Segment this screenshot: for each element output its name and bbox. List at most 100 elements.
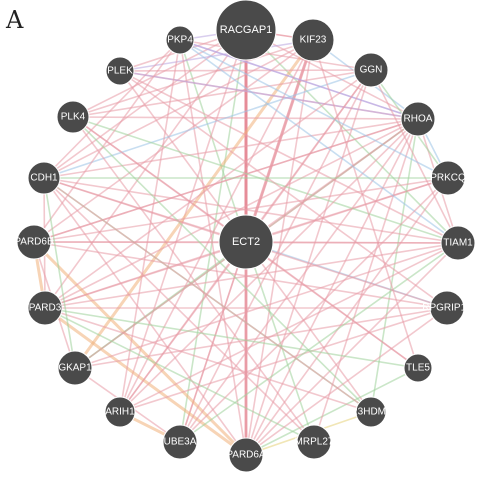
node-pard6a[interactable]: PARD6A bbox=[226, 437, 266, 473]
edge-kif23-gkap1 bbox=[73, 39, 315, 369]
node-circle[interactable] bbox=[215, 0, 277, 61]
node-label: ECT2 bbox=[232, 236, 260, 248]
edge-cdh1-ggn bbox=[43, 69, 372, 179]
node-label: RHOA bbox=[404, 114, 433, 125]
node-circle[interactable] bbox=[429, 290, 465, 326]
node-ube3a[interactable]: UBE3A bbox=[162, 424, 198, 460]
edge-racgap1-tiam1 bbox=[245, 29, 459, 244]
node-pard6b[interactable]: PARD6B bbox=[14, 224, 54, 260]
edge-mrpl27-pard3 bbox=[44, 307, 315, 443]
node-label: CDH1 bbox=[30, 173, 58, 184]
node-circle[interactable] bbox=[440, 225, 476, 261]
edge-ube3a-tiam1 bbox=[179, 242, 459, 443]
node-label: PLK4 bbox=[61, 112, 86, 123]
edge-gkap1-rpgrip1l bbox=[74, 307, 448, 369]
edge-arih1-kif23 bbox=[119, 39, 314, 413]
node-circle[interactable] bbox=[430, 160, 466, 196]
node-label: PARD6B bbox=[14, 237, 54, 248]
node-circle[interactable] bbox=[104, 396, 136, 428]
edge-r3hdm1-plk4 bbox=[72, 116, 372, 413]
node-rpgrip1l[interactable]: RPGRIP1L bbox=[422, 290, 472, 326]
edge-gkap1-tiam1 bbox=[74, 242, 459, 369]
edge-tle5-kif23 bbox=[312, 39, 419, 369]
edge-racgap1-plk4 bbox=[72, 29, 247, 118]
node-circle[interactable] bbox=[162, 424, 198, 460]
node-circle[interactable] bbox=[165, 25, 195, 55]
node-racgap1[interactable]: RACGAP1 bbox=[215, 0, 277, 61]
node-mrpl27[interactable]: MRPL27 bbox=[295, 424, 334, 460]
node-pkp4[interactable]: PKP4 bbox=[165, 25, 195, 55]
node-label: UBE3A bbox=[164, 437, 197, 448]
node-r3hdm1[interactable]: R3HDM1 bbox=[350, 396, 392, 428]
edge-gkap1-cdh1 bbox=[43, 177, 76, 369]
edge-racgap1-rhoa bbox=[245, 29, 419, 120]
edge-arih1-rhoa bbox=[119, 118, 419, 413]
edge-tle5-pard3 bbox=[44, 307, 419, 369]
node-ggn[interactable]: GGN bbox=[353, 52, 389, 88]
node-circle[interactable] bbox=[296, 424, 332, 460]
node-label: GKAP1 bbox=[58, 363, 92, 374]
edge-tiam1-ggn bbox=[370, 69, 459, 244]
edge-rhoa-r3hdm1 bbox=[370, 118, 419, 413]
node-tle5[interactable]: TLE5 bbox=[403, 353, 433, 383]
node-circle[interactable] bbox=[400, 101, 436, 137]
edge-kif23-pard6b bbox=[33, 39, 314, 243]
node-pard3[interactable]: PARD3 bbox=[27, 290, 63, 326]
node-ect2[interactable]: ECT2 bbox=[218, 214, 274, 270]
node-rhoa[interactable]: RHOA bbox=[400, 101, 436, 137]
edge-r3hdm1-pard3 bbox=[44, 307, 372, 413]
edge-cdh1-pkp4 bbox=[43, 39, 181, 179]
edge-tiam1-plek bbox=[119, 70, 459, 244]
edge-plk4-tiam1 bbox=[72, 116, 459, 244]
node-gkap1[interactable]: GKAP1 bbox=[57, 350, 93, 386]
edge-rhoa-plk4 bbox=[72, 116, 419, 120]
edge-rhoa-cdh1 bbox=[43, 118, 419, 179]
node-cdh1[interactable]: CDH1 bbox=[27, 161, 61, 195]
node-label: MRPL27 bbox=[295, 437, 334, 448]
node-plk4[interactable]: PLK4 bbox=[56, 100, 90, 134]
edge-kif23-cdh1 bbox=[43, 39, 314, 179]
edge-ggn-pard3 bbox=[44, 69, 372, 309]
node-plek[interactable]: PLEK bbox=[105, 56, 135, 86]
node-label: KIF23 bbox=[300, 35, 327, 46]
node-label: TIAM1 bbox=[443, 238, 473, 249]
node-circle[interactable] bbox=[57, 350, 93, 386]
node-prkcq[interactable]: PRKCQ bbox=[430, 160, 466, 196]
node-circle[interactable] bbox=[403, 353, 433, 383]
node-tiam1[interactable]: TIAM1 bbox=[440, 225, 476, 261]
edge-ect2-r3hdm1 bbox=[245, 241, 372, 413]
node-circle[interactable] bbox=[355, 396, 387, 428]
node-circle[interactable] bbox=[16, 224, 52, 260]
node-circle[interactable] bbox=[27, 161, 61, 195]
edge-rhoa-pard3 bbox=[44, 118, 419, 309]
edge-r3hdm1-cdh1 bbox=[43, 177, 372, 413]
node-circle[interactable] bbox=[56, 100, 90, 134]
edge-plek-rhoa bbox=[119, 70, 419, 120]
edge-cdh1-tiam1 bbox=[43, 177, 459, 244]
edge-rhoa-pard6a bbox=[245, 118, 419, 456]
node-label: R3HDM1 bbox=[350, 407, 392, 418]
edge-arih1-rpgrip1l bbox=[119, 307, 448, 413]
node-circle[interactable] bbox=[228, 437, 264, 473]
node-kif23[interactable]: KIF23 bbox=[291, 18, 335, 62]
edge-prkcq-pkp4 bbox=[179, 39, 449, 179]
node-circle[interactable] bbox=[353, 52, 389, 88]
edge-mrpl27-rhoa bbox=[313, 118, 419, 443]
edge-pard6b-prkcq bbox=[33, 177, 449, 243]
node-circle[interactable] bbox=[218, 214, 274, 270]
edge-mrpl27-cdh1 bbox=[43, 177, 315, 443]
edge-plk4-ggn bbox=[72, 69, 372, 118]
node-circle[interactable] bbox=[291, 18, 335, 62]
edge-racgap1-ube3a bbox=[179, 29, 247, 443]
node-label: TLE5 bbox=[406, 363, 430, 374]
edge-arih1-tiam1 bbox=[119, 242, 459, 413]
node-circle[interactable] bbox=[105, 56, 135, 86]
edge-pard3-tiam1 bbox=[44, 242, 459, 309]
node-label: PKP4 bbox=[167, 35, 193, 46]
edge-pard6b-rpgrip1l bbox=[33, 241, 448, 309]
node-circle[interactable] bbox=[27, 290, 63, 326]
node-arih1[interactable]: ARIH1 bbox=[104, 396, 136, 428]
edge-pard3-pard6a bbox=[44, 306, 247, 457]
